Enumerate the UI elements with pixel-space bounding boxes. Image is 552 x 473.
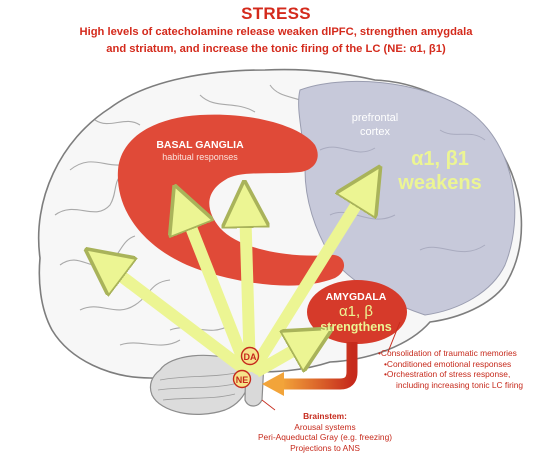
amygdala-to-lc-arrowhead — [262, 372, 284, 396]
brainstem-item: Peri-Aqueductal Gray (e.g. freezing) — [250, 432, 400, 443]
prefrontal-label-line-1: prefrontal — [330, 112, 420, 124]
amygdala-outcomes-list: •Consolidation of traumatic memories •Co… — [378, 348, 550, 390]
da-label: DA — [240, 352, 260, 362]
brainstem-label-block: Brainstem: Arousal systems Peri-Aqueduct… — [250, 411, 400, 453]
prefrontal-effect: weakens — [385, 172, 495, 195]
amygdala-outcome-item: •Conditioned emotional responses — [378, 359, 550, 370]
brainstem-connector — [262, 400, 275, 410]
amygdala-outcome-item: •Consolidation of traumatic memories — [378, 348, 550, 359]
ne-label: NE — [232, 375, 252, 385]
prefrontal-label-line-2: cortex — [330, 126, 420, 138]
amygdala-receptors: α1, β — [310, 303, 402, 320]
brainstem-item: Arousal systems — [250, 422, 400, 433]
brainstem-title: Brainstem: — [250, 411, 400, 422]
basal-ganglia-sublabel: habitual responses — [125, 152, 275, 162]
amygdala-label: AMYGDALA — [310, 291, 402, 303]
brainstem-item: Projections to ANS — [250, 443, 400, 454]
amygdala-effect: strengthens — [310, 320, 402, 334]
basal-ganglia-label: BASAL GANGLIA — [125, 139, 275, 151]
amygdala-outcome-item: including increasing tonic LC firing — [378, 380, 550, 391]
prefrontal-receptors: α1, β1 — [385, 148, 495, 171]
amygdala-outcome-item: •Orchestration of stress response, — [378, 369, 550, 380]
arrow-to-basal-ganglia — [245, 204, 250, 372]
